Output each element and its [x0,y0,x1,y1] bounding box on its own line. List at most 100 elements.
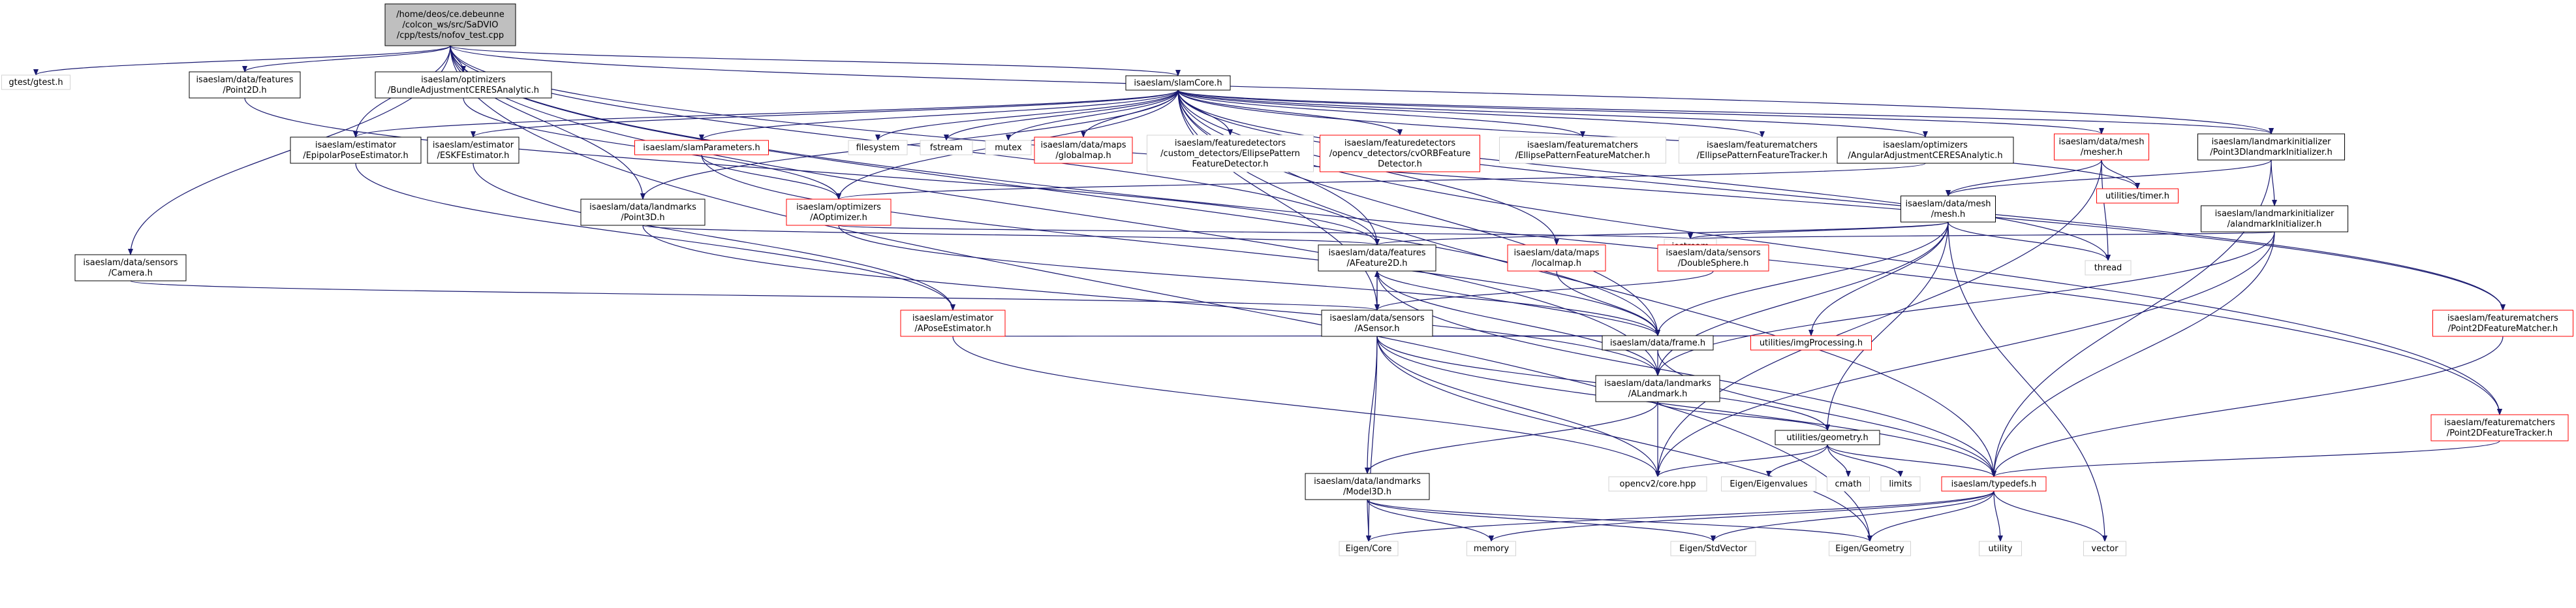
node-mutex[interactable]: mutex [985,140,1032,155]
node-box-point3dinit[interactable] [2197,133,2345,161]
node-point2dtracker[interactable]: isaeslam/featurematchers/Point2DFeatureT… [2430,414,2569,441]
node-box-aoptimizer[interactable] [786,199,892,226]
node-box-alandmarkinit[interactable] [2201,205,2348,232]
node-alandmarkinit[interactable]: isaeslam/landmarkinitializer/alandmarkIn… [2201,205,2348,232]
node-box-typedefs[interactable] [1941,476,2047,492]
node-slamcore[interactable]: isaeslam/slamCore.h [1125,75,1231,91]
node-box-camera[interactable] [74,254,187,281]
node-box-mesher[interactable] [2054,133,2149,161]
node-globalmap[interactable]: isaeslam/data/maps/globalmap.h [1034,136,1133,164]
node-typedefs[interactable]: isaeslam/typedefs.h [1941,476,2047,492]
node-box-opencvcore[interactable] [1608,476,1707,492]
node-bundle[interactable]: isaeslam/optimizers/BundleAdjustmentCERE… [375,71,552,99]
node-box-eigenvalues[interactable] [1721,476,1816,492]
node-box-bundle[interactable] [375,71,552,99]
node-vector[interactable]: vector [2083,541,2126,556]
node-alandmark[interactable]: isaeslam/data/landmarks/ALandmark.h [1595,375,1720,402]
node-eigengeometry[interactable]: Eigen/Geometry [1829,541,1911,556]
node-box-localmap[interactable] [1507,244,1606,272]
node-box-ellipsematch[interactable] [1499,136,1666,164]
node-box-timer[interactable] [2096,188,2179,204]
node-box-ellipsedet[interactable] [1147,135,1314,172]
node-opencvcore[interactable]: opencv2/core.hpp [1608,476,1707,492]
node-aposeest[interactable]: isaeslam/estimator/APoseEstimator.h [900,310,1006,337]
node-localmap[interactable]: isaeslam/data/maps/localmap.h [1507,244,1606,272]
node-camera[interactable]: isaeslam/data/sensors/Camera.h [74,254,187,281]
node-box-frame[interactable] [1602,335,1714,351]
node-box-slamcore[interactable] [1125,75,1231,91]
node-label-ellipsetrack-0: isaeslam/featurematchers [1707,140,1818,150]
node-box-limits[interactable] [1880,476,1921,492]
node-thread[interactable]: thread [2085,260,2132,276]
node-box-memory[interactable] [1466,541,1516,556]
node-box-globalmap[interactable] [1034,136,1133,164]
node-box-geometry[interactable] [1775,430,1880,445]
node-box-cmath[interactable] [1827,476,1870,492]
node-asensor[interactable]: isaeslam/data/sensors/ASensor.h [1321,310,1433,337]
node-limits[interactable]: limits [1880,476,1921,492]
node-box-slamparams[interactable] [634,140,769,155]
node-utility[interactable]: utility [1979,541,2022,556]
node-box-point3d[interactable] [580,199,706,226]
node-point2d[interactable]: isaeslam/data/features/Point2D.h [189,71,301,99]
node-box-model3d[interactable] [1305,473,1430,500]
node-ellipsematch[interactable]: isaeslam/featurematchers/EllipsePatternF… [1499,136,1666,164]
node-imgproc[interactable]: utilities/imgProcessing.h [1750,335,1872,351]
node-angular[interactable]: isaeslam/optimizers/AngularAdjustmentCER… [1837,136,2014,164]
node-box-aposeest[interactable] [900,310,1006,337]
node-mesh[interactable]: isaeslam/data/mesh/mesh.h [1901,195,1996,223]
node-eskf[interactable]: isaeslam/estimator/ESKFEstimator.h [427,136,520,164]
node-box-epipolar[interactable] [290,136,422,164]
node-box-thread[interactable] [2085,260,2132,276]
node-box-gtest[interactable] [1,74,70,90]
node-box-eskf[interactable] [427,136,520,164]
node-filesystem[interactable]: filesystem [848,140,908,155]
node-box-asensor[interactable] [1321,310,1433,337]
node-aoptimizer[interactable]: isaeslam/optimizers/AOptimizer.h [786,199,892,226]
node-box-point2dtracker[interactable] [2430,414,2569,441]
node-box-eigengeometry[interactable] [1829,541,1911,556]
node-box-angular[interactable] [1837,136,2014,164]
node-point3d[interactable]: isaeslam/data/landmarks/Point3D.h [580,199,706,226]
node-box-mutex[interactable] [985,140,1032,155]
node-box-filesystem[interactable] [848,140,908,155]
node-stdvector[interactable]: Eigen/StdVector [1670,541,1756,556]
node-box-point2dmatcher[interactable] [2432,310,2573,337]
node-point2dmatcher[interactable]: isaeslam/featurematchers/Point2DFeatureM… [2432,310,2573,337]
node-box-ellipsetrack[interactable] [1679,136,1846,164]
node-slamparams[interactable]: isaeslam/slamParameters.h [634,140,769,155]
node-orbdet[interactable]: isaeslam/featuredetectors/opencv_detecto… [1320,135,1480,172]
node-geometry[interactable]: utilities/geometry.h [1775,430,1880,445]
node-ellipsetrack[interactable]: isaeslam/featurematchers/EllipsePatternF… [1679,136,1846,164]
node-box-vector[interactable] [2083,541,2126,556]
node-ellipsedet[interactable]: isaeslam/featuredetectors/custom_detecto… [1147,135,1314,172]
node-box-fstream[interactable] [920,140,973,155]
node-eigenvalues[interactable]: Eigen/Eigenvalues [1721,476,1816,492]
node-cmath[interactable]: cmath [1827,476,1870,492]
node-box-root[interactable] [384,3,516,46]
node-epipolar[interactable]: isaeslam/estimator/EpipolarPoseEstimator… [290,136,422,164]
node-box-afeature2d[interactable] [1318,244,1436,272]
node-frame[interactable]: isaeslam/data/frame.h [1602,335,1714,351]
node-model3d[interactable]: isaeslam/data/landmarks/Model3D.h [1305,473,1430,500]
edge-frame-to-typedefs [1657,349,1996,477]
node-box-mesh[interactable] [1901,195,1996,223]
node-box-orbdet[interactable] [1320,135,1480,172]
node-eigencore[interactable]: Eigen/Core [1339,541,1399,556]
node-box-utility[interactable] [1979,541,2022,556]
node-box-eigencore[interactable] [1339,541,1399,556]
node-root[interactable]: /home/deos/ce.debeunne/colcon_ws/src/SaD… [384,3,516,46]
node-afeature2d[interactable]: isaeslam/data/features/AFeature2D.h [1318,244,1436,272]
node-box-imgproc[interactable] [1750,335,1872,351]
node-mesher[interactable]: isaeslam/data/mesh/mesher.h [2054,133,2149,161]
node-fstream[interactable]: fstream [920,140,973,155]
node-gtest[interactable]: gtest/gtest.h [1,74,70,90]
node-memory[interactable]: memory [1466,541,1516,556]
node-doublesphere[interactable]: isaeslam/data/sensors/DoubleSphere.h [1657,244,1769,272]
node-box-doublesphere[interactable] [1657,244,1769,272]
node-timer[interactable]: utilities/timer.h [2096,188,2179,204]
node-point3dinit[interactable]: isaeslam/landmarkinitializer/Point3Dland… [2197,133,2345,161]
node-box-point2d[interactable] [189,71,301,99]
node-box-stdvector[interactable] [1670,541,1756,556]
node-box-alandmark[interactable] [1595,375,1720,402]
